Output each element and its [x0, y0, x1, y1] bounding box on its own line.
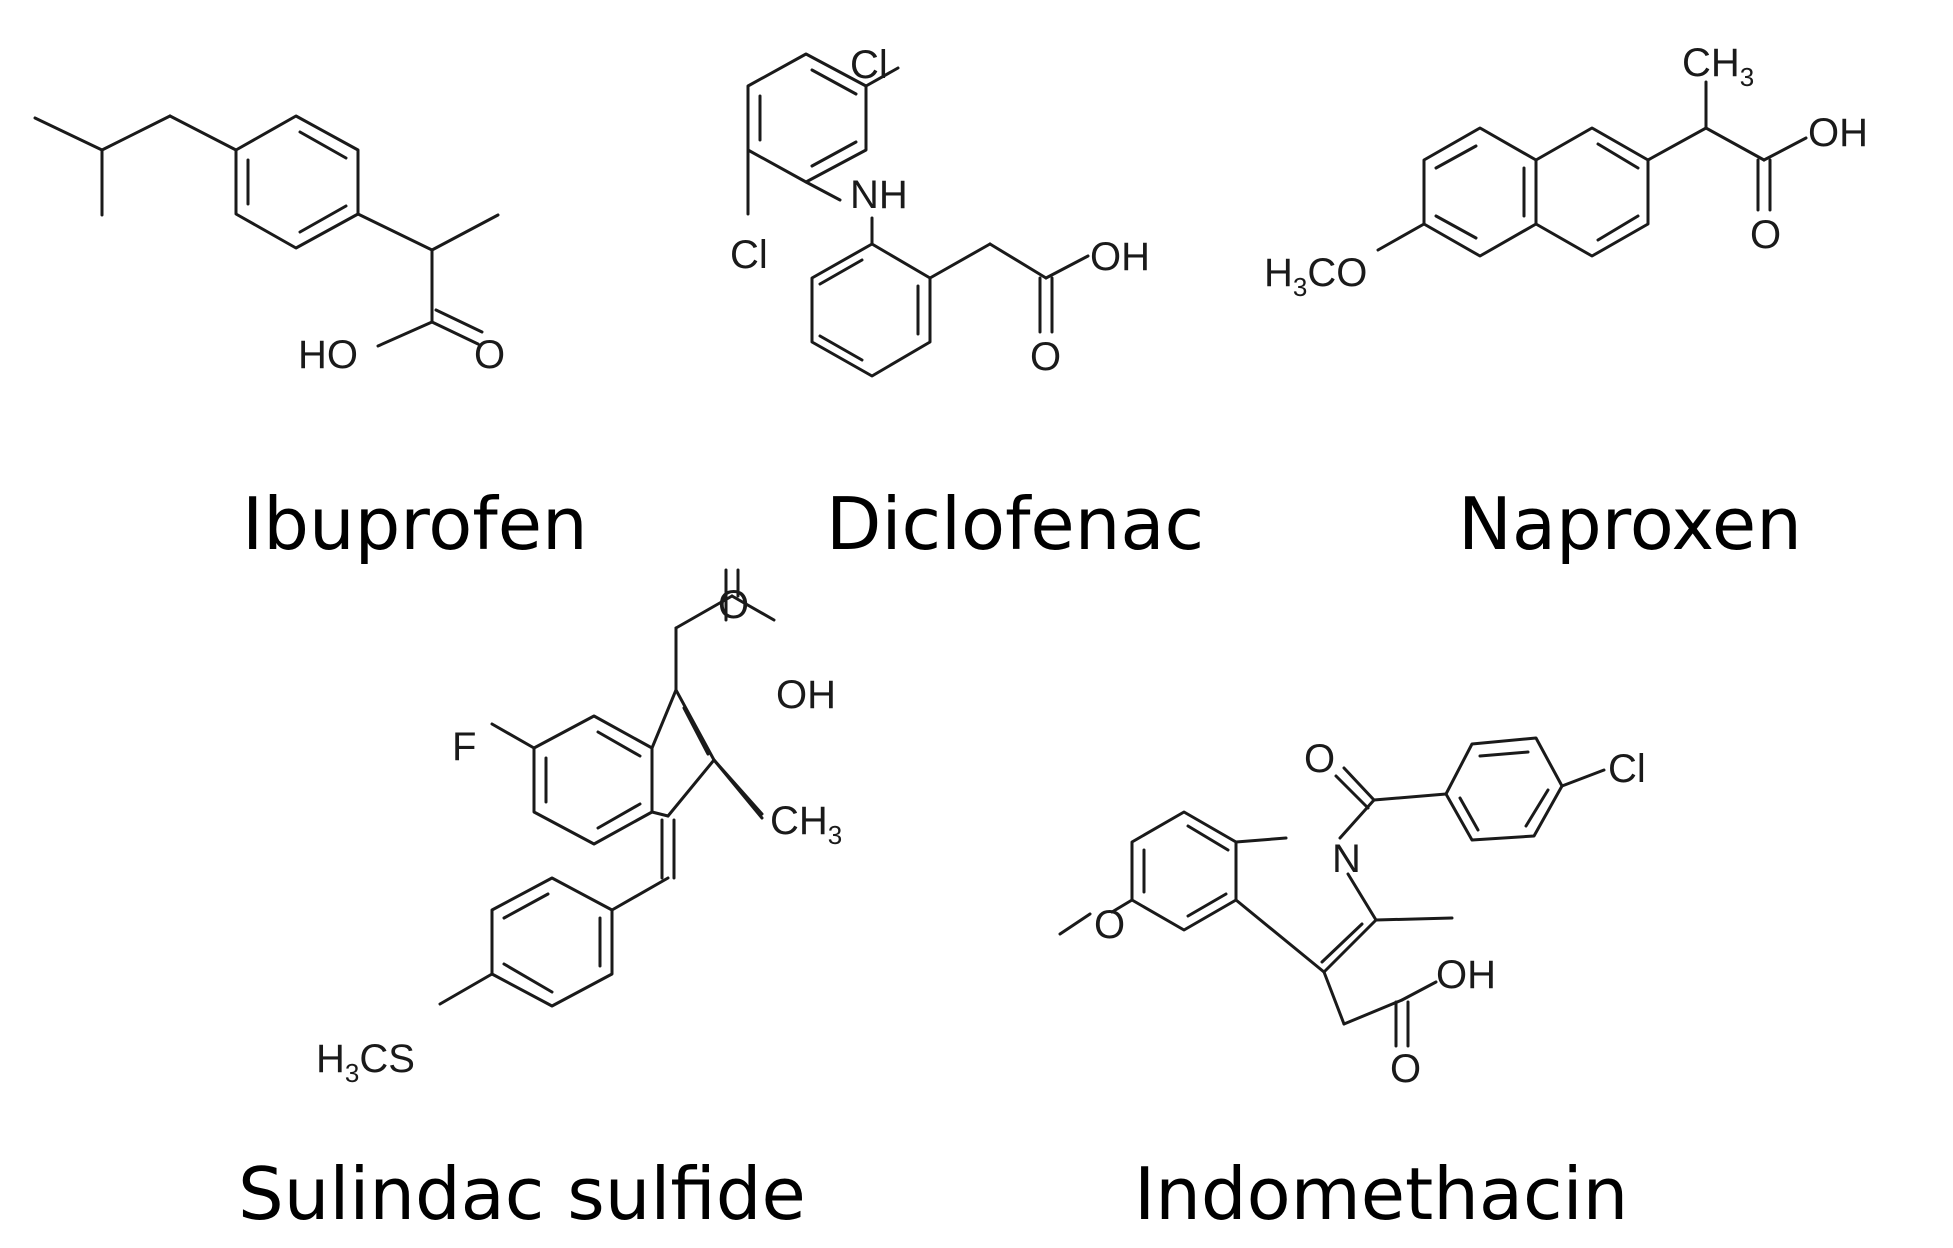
naproxen-hydroxyl-label: OH	[1808, 111, 1868, 155]
ibuprofen-hydroxyl-label: HO	[298, 333, 358, 377]
naproxen-carbonyl-o-label: O	[1750, 213, 1781, 257]
indomethacin-nitrogen-label: N	[1332, 837, 1361, 881]
diclofenac-carbonyl-o-label: O	[1030, 335, 1061, 379]
indomethacin-hydroxyl-label: OH	[1436, 953, 1496, 997]
indomethacin-methoxy-o-label: O	[1094, 903, 1125, 947]
diclofenac-cl-top-label: Cl	[850, 43, 888, 87]
naproxen-caption: Naproxen	[1458, 482, 1802, 566]
ibuprofen-carbonyl-o-label: O	[474, 333, 505, 377]
indomethacin-carbonyl-o-top-label: O	[1304, 737, 1335, 781]
indomethacin-carbonyl-o-label: O	[1390, 1047, 1421, 1091]
naproxen-methoxy-label: H3CO	[1264, 251, 1367, 302]
sulindac-fluorine-label: F	[452, 725, 476, 769]
indomethacin-caption: Indomethacin	[1134, 1152, 1629, 1236]
diclofenac-amine-label: NH	[850, 173, 908, 217]
sulindac-carbonyl-o-label: O	[718, 583, 749, 627]
diclofenac-hydroxyl-label: OH	[1090, 235, 1150, 279]
sulindac-hydroxyl-label: OH	[776, 673, 836, 717]
diclofenac-cl-bottom-label: Cl	[730, 233, 768, 277]
indomethacin-chlorine-label: Cl	[1608, 747, 1646, 791]
diclofenac-caption: Diclofenac	[826, 482, 1205, 566]
sulindac-sulfide-caption: Sulindac sulfide	[238, 1152, 806, 1236]
sulindac-thiomethyl-label: H3CS	[316, 1037, 415, 1088]
ibuprofen-caption: Ibuprofen	[242, 482, 588, 566]
